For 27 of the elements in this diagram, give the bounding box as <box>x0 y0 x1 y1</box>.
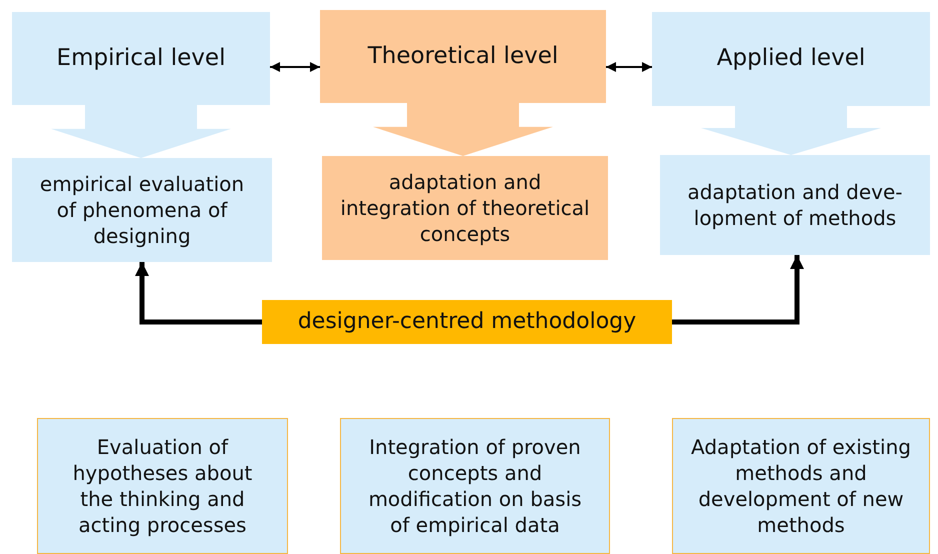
task-box <box>660 155 930 255</box>
node-label: adaptation and integration of theoretical concepts <box>340 169 590 247</box>
result-box <box>37 418 288 554</box>
result-box <box>672 418 930 554</box>
node-label: Adaptation of existing methods and development of new methods <box>691 434 911 538</box>
methodology-box <box>262 300 672 344</box>
arrow <box>672 255 804 324</box>
result-box <box>340 418 610 554</box>
node-label: Theoretical level <box>368 42 558 71</box>
node-label: Integration of proven concepts and modification on basis of empirical data <box>367 434 583 538</box>
block-arrow <box>373 103 553 156</box>
task-box <box>12 158 272 262</box>
node-label: Evaluation of hypotheses about the thinking and acting processes <box>72 434 254 538</box>
node-label: Empirical level <box>56 44 226 73</box>
node-label: designer-centred methodology <box>298 308 636 336</box>
node-label: empirical evaluation of phenomena of designing <box>38 171 246 249</box>
arrow <box>270 62 320 72</box>
arrow <box>606 62 652 72</box>
level-box <box>320 10 606 103</box>
block-arrow <box>51 105 231 158</box>
block-arrow <box>701 106 881 155</box>
node-label: Applied level <box>716 44 866 74</box>
arrow <box>135 262 262 324</box>
task-box <box>322 156 608 260</box>
level-box <box>652 12 930 106</box>
node-label: adaptation and deve- lopment of methods <box>686 179 904 231</box>
level-box <box>12 12 270 105</box>
